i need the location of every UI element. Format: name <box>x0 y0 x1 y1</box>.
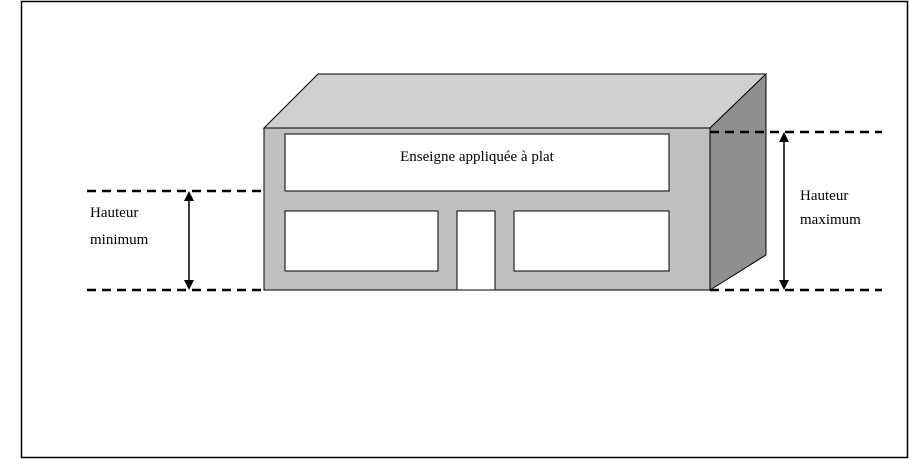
building-roof <box>262 73 768 129</box>
right-window <box>513 210 670 272</box>
sign-panel <box>284 133 670 192</box>
min-height-label-line1: Hauteur <box>90 205 138 221</box>
left-window <box>284 210 439 272</box>
max-height-label-line2: maximum <box>800 212 861 228</box>
min-height-label-line2: minimum <box>90 232 149 248</box>
max-height-label-line1: Hauteur <box>800 188 848 204</box>
door <box>456 210 496 291</box>
sign-label: Enseigne appliquée à plat <box>400 149 555 165</box>
